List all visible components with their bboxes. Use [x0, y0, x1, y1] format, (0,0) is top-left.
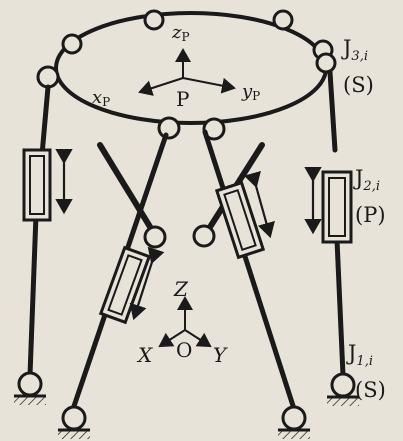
platform-joint-bl [157, 116, 181, 140]
base-joint-inner-left [58, 405, 90, 439]
leg-right-upper [327, 69, 338, 153]
motion-arrow-inner-left [129, 246, 165, 321]
platform-joint-tl [61, 33, 83, 55]
joint3-type: (S) [343, 73, 374, 97]
platform-origin-label: P [176, 87, 189, 111]
platform-x-label: xP [92, 87, 110, 109]
motion-arrows [55, 148, 322, 321]
platform-x-axis [138, 77, 184, 96]
joint2-type: (P) [355, 203, 386, 227]
base-z-label: Z [173, 277, 189, 301]
actuator-right [321, 170, 353, 244]
base-joint-left [14, 371, 46, 405]
base-frame [158, 296, 212, 348]
joint1-type: (S) [355, 378, 386, 402]
base-joint-inner-right [278, 405, 310, 439]
platform-frame [138, 48, 236, 96]
platform-joint-r2 [315, 52, 337, 74]
base-x-label: X [136, 343, 153, 367]
joint3-label: J3,i [341, 36, 368, 64]
leg-joint-mid-right [192, 224, 216, 248]
base-joint-right [327, 372, 359, 406]
actuator-inner-left [98, 245, 152, 325]
platform-joint-tr [272, 9, 294, 31]
platform-z-label: zP [171, 22, 190, 44]
motion-arrow-inner-right [243, 170, 275, 239]
joint2-label: J2,i [353, 166, 380, 194]
leg-left-lower [27, 212, 39, 378]
base-y-axis [184, 329, 212, 348]
leg-inner-c [97, 142, 158, 238]
base-origin-label: O [176, 338, 192, 362]
base-x-axis [158, 329, 186, 348]
base-y-label: Y [213, 343, 228, 367]
actuator-left [22, 148, 52, 222]
platform-y-label: yP [241, 81, 260, 103]
platform-joint-top [143, 9, 165, 31]
joint1-label: J1,i [346, 341, 373, 369]
platform-joint-br [202, 117, 226, 141]
leg-right-lower [334, 237, 346, 378]
platform-y-axis [182, 77, 236, 94]
base-joints [14, 371, 359, 439]
platform-joints [36, 9, 337, 141]
platform-joint-l [36, 65, 60, 89]
leg-joint-mid-left [143, 225, 167, 249]
leg-inner-b [202, 129, 298, 415]
